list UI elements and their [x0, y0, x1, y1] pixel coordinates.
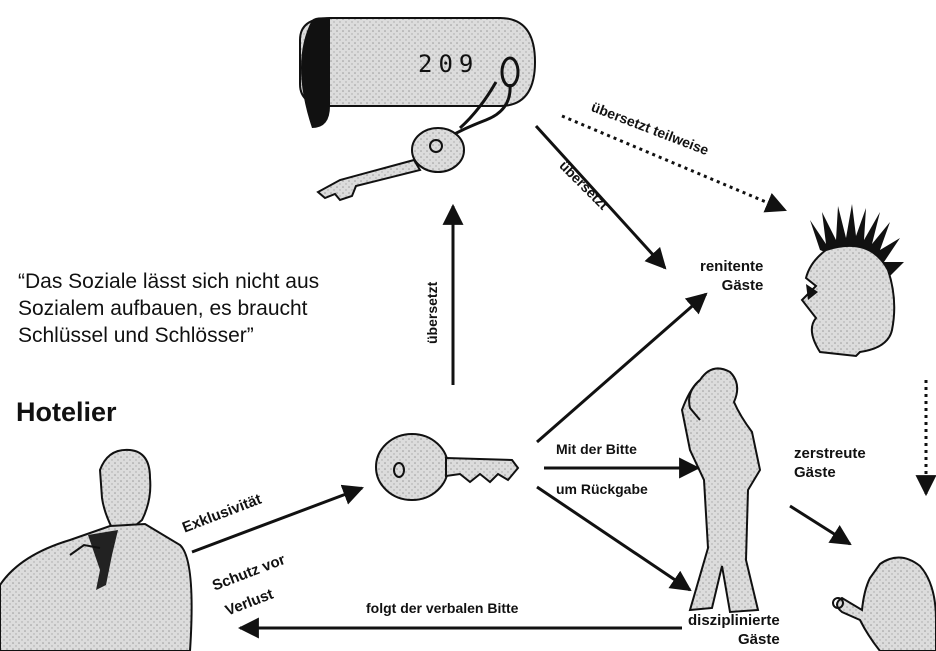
edges	[192, 116, 926, 628]
renitent-guest-label: renitente Gäste	[700, 257, 763, 295]
arrow-key-to-diszipliniert	[537, 487, 690, 590]
arrow-key-to-renitent	[537, 294, 706, 442]
quote-line-1: “Das Soziale lässt sich nicht aus	[18, 268, 319, 295]
zerstreut-guest-label: zerstreute Gäste	[794, 444, 866, 482]
diszipliniert-line-1: disziplinierte	[688, 611, 780, 630]
arrow-zerstreut-to-diszipliniert	[790, 506, 850, 544]
renitent-line-2: Gäste	[700, 276, 763, 295]
zerstreut-guest-figure	[682, 368, 760, 612]
key-tag-number: 209	[418, 50, 479, 78]
quote-text: “Das Soziale lässt sich nicht aus Sozial…	[18, 268, 319, 349]
key-tag-illustration: 209	[300, 17, 535, 138]
renitent-guest-figure	[802, 204, 904, 356]
hotelier-figure	[0, 450, 192, 651]
edge-label-uebersetzt-vertical: übersetzt	[424, 282, 440, 344]
quote-line-2: Sozialem aufbauen, es braucht	[18, 295, 319, 322]
hanging-key-icon	[318, 128, 464, 200]
hotelier-label: Hotelier	[16, 397, 117, 428]
diszipliniert-line-2: Gäste	[688, 630, 780, 649]
renitent-line-1: renitente	[700, 257, 763, 276]
zerstreut-line-2: Gäste	[794, 463, 866, 482]
zerstreut-line-1: zerstreute	[794, 444, 866, 463]
diszipliniert-guest-label: disziplinierte Gäste	[688, 611, 780, 649]
key-icon	[376, 434, 518, 500]
quote-line-3: Schlüssel und Schlösser”	[18, 322, 319, 349]
edge-label-bitte-line-2: um Rückgabe	[556, 481, 648, 497]
edge-label-bitte-line-1: Mit der Bitte	[556, 441, 637, 457]
diszipliniert-guest-figure	[833, 557, 936, 651]
edge-label-folgt: folgt der verbalen Bitte	[366, 600, 518, 616]
